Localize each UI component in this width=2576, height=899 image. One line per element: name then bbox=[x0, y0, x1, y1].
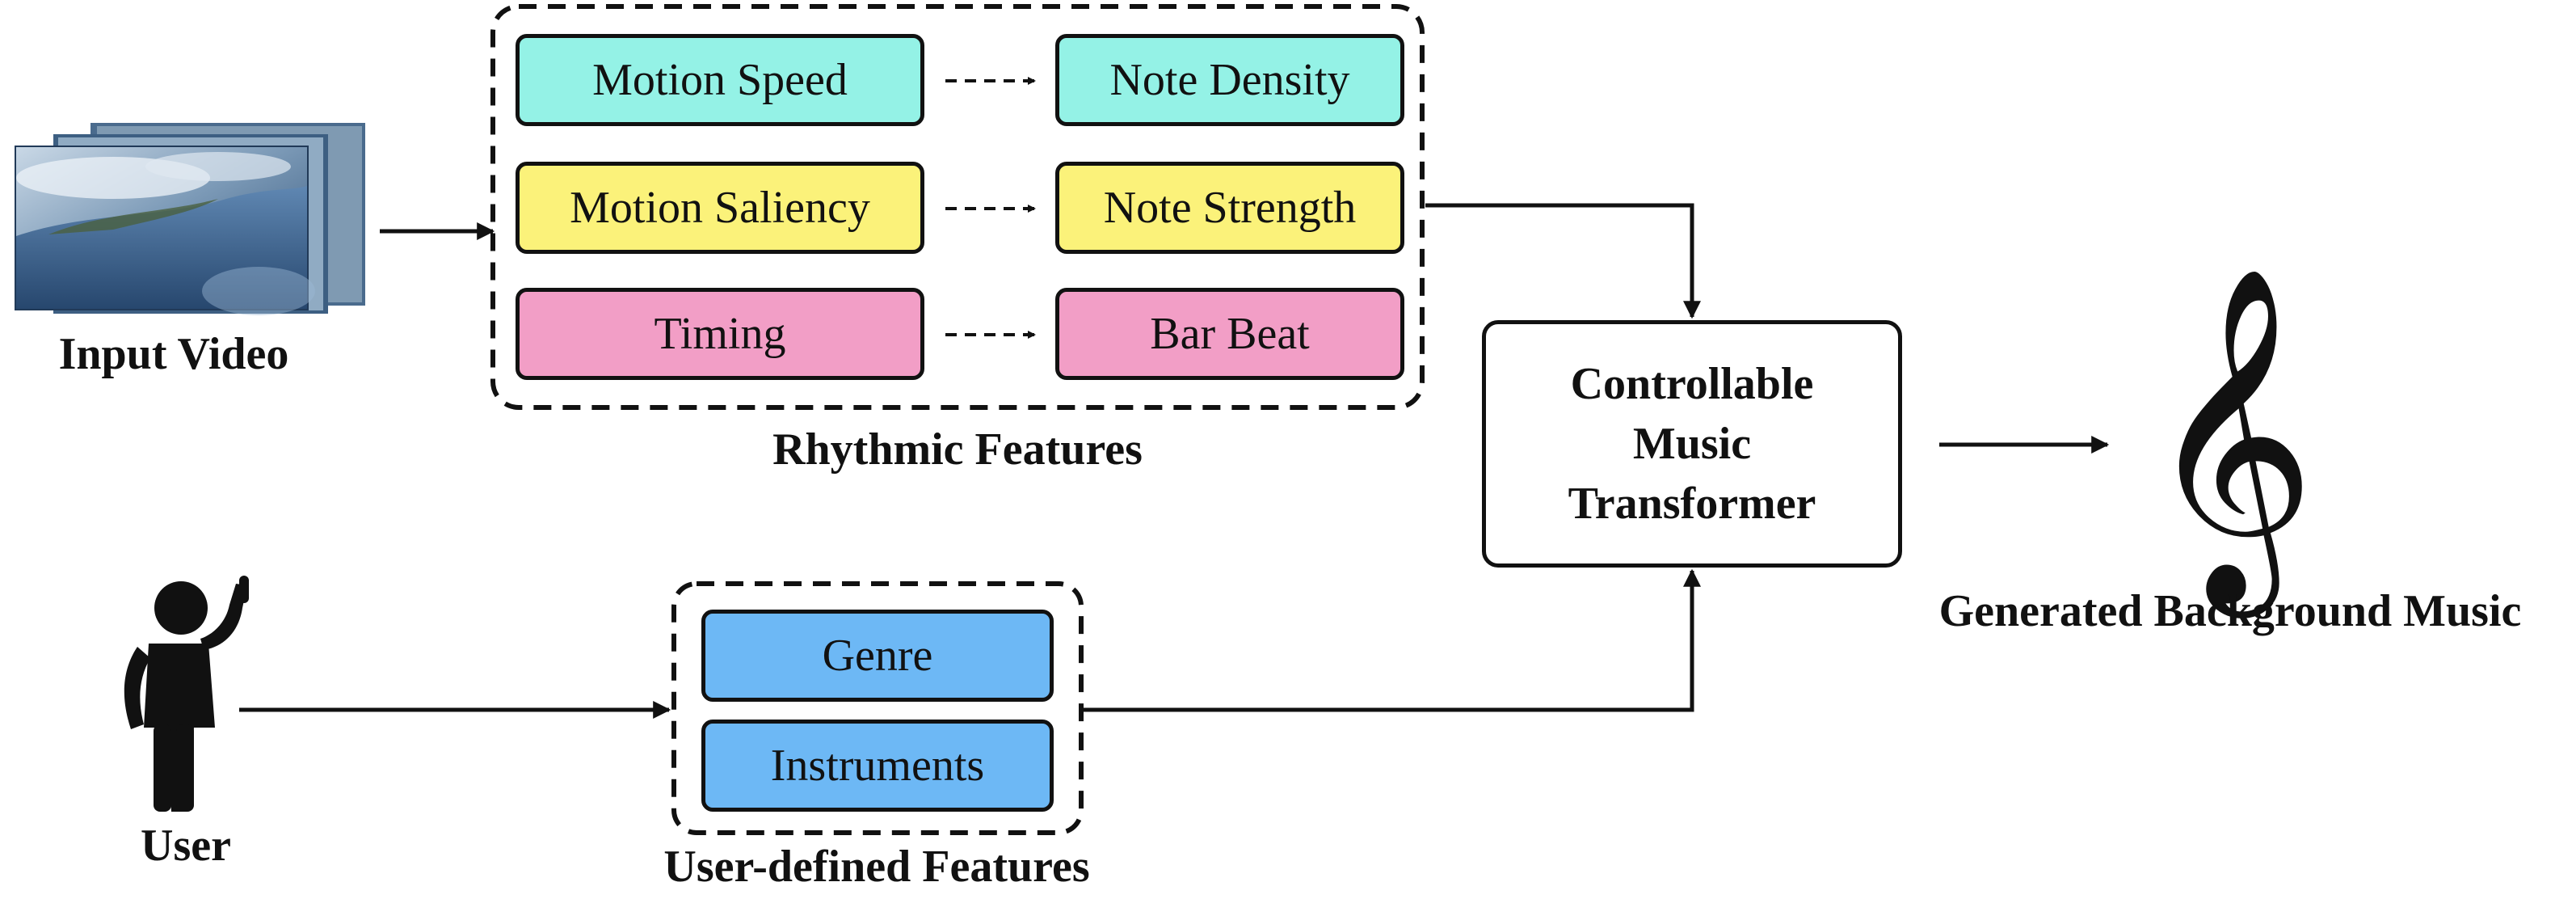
user-defined-features-label: User-defined Features bbox=[663, 842, 1090, 892]
controllable-music-transformer-box: Controllable Music Transformer bbox=[1482, 320, 1902, 568]
input-video-label: Input Video bbox=[58, 329, 289, 379]
feature-note-density: Note Density bbox=[1055, 34, 1404, 126]
user-label: User bbox=[141, 821, 231, 871]
rhythmic-features-label: Rhythmic Features bbox=[772, 424, 1143, 475]
feature-instruments: Instruments bbox=[701, 720, 1054, 812]
generated-music-label: Generated Background Music bbox=[1938, 586, 2522, 636]
feature-motion-speed: Motion Speed bbox=[516, 34, 924, 126]
arrow-rhythmic-to-transformer bbox=[1425, 203, 1701, 319]
video-frames-icon bbox=[15, 123, 365, 315]
rhythmic-group-border bbox=[490, 4, 1425, 410]
feature-motion-saliency: Motion Saliency bbox=[516, 162, 924, 254]
transformer-line-1: Controllable bbox=[1570, 359, 1814, 409]
feature-timing: Timing bbox=[516, 288, 924, 380]
feature-note-strength: Note Strength bbox=[1055, 162, 1404, 254]
feature-bar-beat: Bar Beat bbox=[1055, 288, 1404, 380]
arrow-features-to-transformer bbox=[1081, 568, 1701, 712]
transformer-line-3: Transformer bbox=[1568, 479, 1816, 529]
treble-clef-icon: 𝄞 bbox=[2145, 264, 2317, 620]
feature-genre: Genre bbox=[701, 610, 1054, 702]
person-icon bbox=[124, 576, 249, 812]
transformer-line-2: Music bbox=[1632, 419, 1752, 469]
